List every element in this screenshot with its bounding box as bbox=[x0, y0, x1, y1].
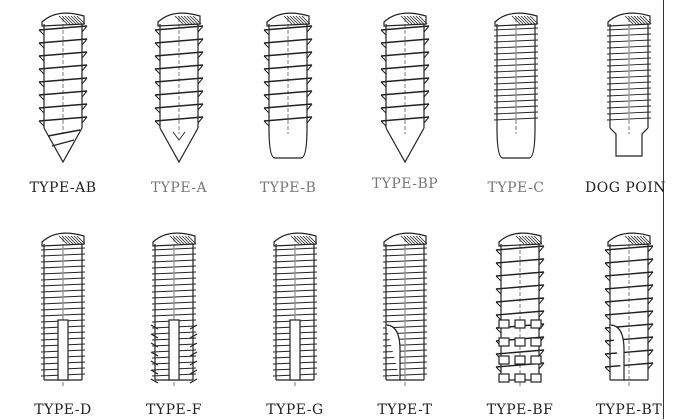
screw-label: TYPE-BT bbox=[595, 402, 663, 418]
screw-cell-type-bp: TYPE-BP bbox=[347, 0, 463, 200]
screw-label: TYPE-AB bbox=[29, 180, 97, 196]
type-ab-screw-icon bbox=[38, 12, 88, 164]
type-g-screw-icon bbox=[272, 232, 318, 386]
screw-cell-type-b: TYPE-B bbox=[230, 0, 346, 200]
type-t-screw-icon bbox=[382, 232, 428, 386]
screw-cell-type-t: TYPE-T bbox=[347, 220, 463, 420]
screw-cell-dog-point: DOG POIN bbox=[571, 0, 687, 200]
screw-cell-type-bf: TYPE-BF bbox=[462, 220, 578, 420]
type-bt-screw-icon bbox=[604, 232, 654, 386]
type-c-screw-icon bbox=[493, 12, 539, 159]
screw-label: TYPE-G bbox=[266, 402, 324, 418]
type-d-screw-icon bbox=[40, 232, 86, 386]
screw-label: TYPE-D bbox=[34, 402, 92, 418]
type-f-screw-icon bbox=[150, 232, 198, 386]
screw-label: TYPE-T bbox=[377, 402, 433, 418]
screw-cell-type-ab: TYPE-AB bbox=[5, 0, 121, 200]
type-b-screw-icon bbox=[263, 12, 313, 159]
screw-label: TYPE-A bbox=[150, 180, 208, 196]
screw-cell-type-f: TYPE-F bbox=[116, 220, 232, 420]
screw-label: TYPE-B bbox=[259, 180, 317, 196]
screw-cell-type-a: TYPE-A bbox=[121, 0, 237, 200]
screw-cell-type-bt: TYPE-BT bbox=[571, 220, 687, 420]
screw-cell-type-c: TYPE-C bbox=[458, 0, 574, 200]
screw-cell-type-g: TYPE-G bbox=[237, 220, 353, 420]
screw-label: DOG POIN bbox=[585, 180, 667, 196]
dog-point-screw-icon bbox=[606, 12, 652, 157]
screw-label: TYPE-BP bbox=[371, 176, 439, 192]
divider-line bbox=[663, 0, 664, 419]
type-bf-screw-icon bbox=[495, 232, 545, 386]
screw-label: TYPE-BF bbox=[486, 402, 554, 418]
screw-label: TYPE-F bbox=[146, 402, 202, 418]
screw-label: TYPE-C bbox=[487, 180, 545, 196]
type-a-screw-icon bbox=[154, 12, 204, 164]
type-bp-screw-icon bbox=[380, 12, 430, 164]
screw-cell-type-d: TYPE-D bbox=[5, 220, 121, 420]
